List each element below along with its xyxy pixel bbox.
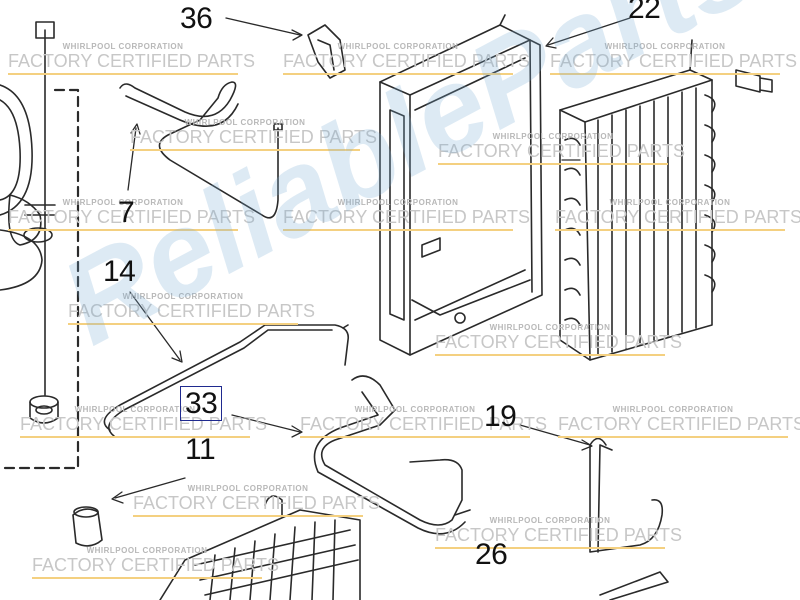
part-33-tube: [313, 375, 471, 535]
screw-part: [735, 69, 773, 93]
part-36-clip: [307, 24, 346, 79]
part-22-housing: [379, 14, 543, 356]
callout-33: 33: [180, 386, 223, 421]
condenser-coil: [159, 495, 361, 600]
callout-36: 36: [180, 2, 213, 35]
dashed-boundary: [0, 88, 80, 470]
part-14-wire: [103, 324, 350, 437]
part-11-drier: [72, 506, 103, 547]
leader-lines: [111, 17, 631, 504]
bolt-head: [35, 21, 55, 39]
callout-26: 26: [475, 538, 508, 571]
callout-19: 19: [484, 400, 517, 433]
part-7-tube: [119, 81, 283, 219]
callout-11: 11: [185, 433, 216, 466]
callout-14: 14: [103, 255, 136, 288]
part-26-strip: [599, 571, 669, 600]
compressor-part: [0, 84, 56, 291]
callout-22: 22: [628, 0, 661, 25]
callout-7: 7: [118, 196, 135, 229]
grommet-part: [29, 395, 59, 424]
evaporator-coil: [559, 39, 716, 361]
part-19-hanger: [589, 437, 664, 553]
